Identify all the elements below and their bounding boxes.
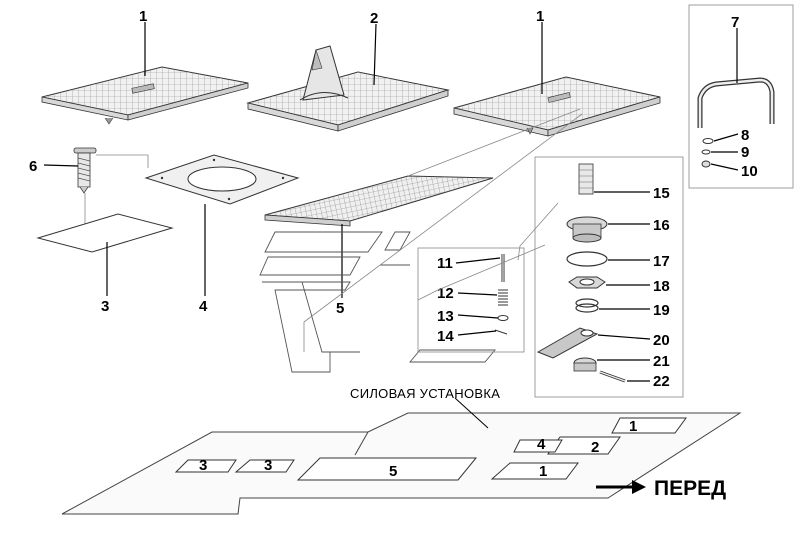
- floor-mat-center: [246, 45, 450, 132]
- floor-mat-right: [453, 76, 661, 137]
- callout-2: 2: [370, 10, 378, 27]
- zone-1a: 1: [629, 418, 637, 435]
- callout-9: 9: [741, 144, 749, 161]
- callout-13: 13: [437, 308, 454, 325]
- callout-20: 20: [653, 332, 670, 349]
- callout-10: 10: [741, 163, 758, 180]
- gasket-sheet-part: [36, 213, 174, 253]
- zone-1b: 1: [539, 463, 547, 480]
- callout-18: 18: [653, 278, 670, 295]
- washer-part: [702, 138, 714, 144]
- latch-kit-frame: [417, 247, 525, 353]
- zone-3b: 3: [264, 457, 272, 474]
- lock-washer-part: [701, 149, 711, 155]
- callout-3: 3: [101, 298, 109, 315]
- latch-parts: [494, 254, 509, 335]
- callout-11: 11: [437, 255, 453, 272]
- handle-kit-frame: [688, 4, 794, 189]
- callout-15: 15: [653, 185, 670, 202]
- grating-part: [264, 175, 494, 227]
- callout-7: 7: [731, 14, 739, 31]
- callout-6: 6: [29, 158, 37, 175]
- callout-5: 5: [336, 300, 344, 317]
- seal-plate-part: [144, 154, 300, 205]
- callout-19: 19: [653, 302, 670, 319]
- floor-mat-left: [41, 66, 249, 125]
- handle-part: [697, 77, 775, 128]
- callout-1b: 1: [536, 8, 544, 25]
- layout-title: СИЛОВАЯ УСТАНОВКА: [350, 386, 500, 401]
- lock-parts: [536, 163, 626, 383]
- zone-2: 2: [591, 439, 599, 456]
- direction-label: ПЕРЕД: [654, 477, 726, 500]
- callout-22: 22: [653, 373, 670, 390]
- callout-17: 17: [653, 253, 670, 270]
- lock-kit-frame: [534, 156, 684, 398]
- callout-8: 8: [741, 127, 749, 144]
- callout-4: 4: [199, 298, 208, 315]
- callout-12: 12: [437, 285, 454, 302]
- platform-outline: [259, 231, 496, 373]
- callout-1a: 1: [139, 8, 147, 25]
- zone-5: 5: [389, 463, 397, 480]
- layout-plan: [61, 397, 742, 515]
- callout-16: 16: [653, 217, 670, 234]
- nut-part: [701, 160, 711, 168]
- screw-part: [73, 147, 97, 194]
- direction-arrow-icon: [596, 480, 646, 494]
- zone-3a: 3: [199, 457, 207, 474]
- zone-4: 4: [537, 436, 546, 453]
- callout-14: 14: [437, 328, 454, 345]
- callout-21: 21: [653, 353, 670, 370]
